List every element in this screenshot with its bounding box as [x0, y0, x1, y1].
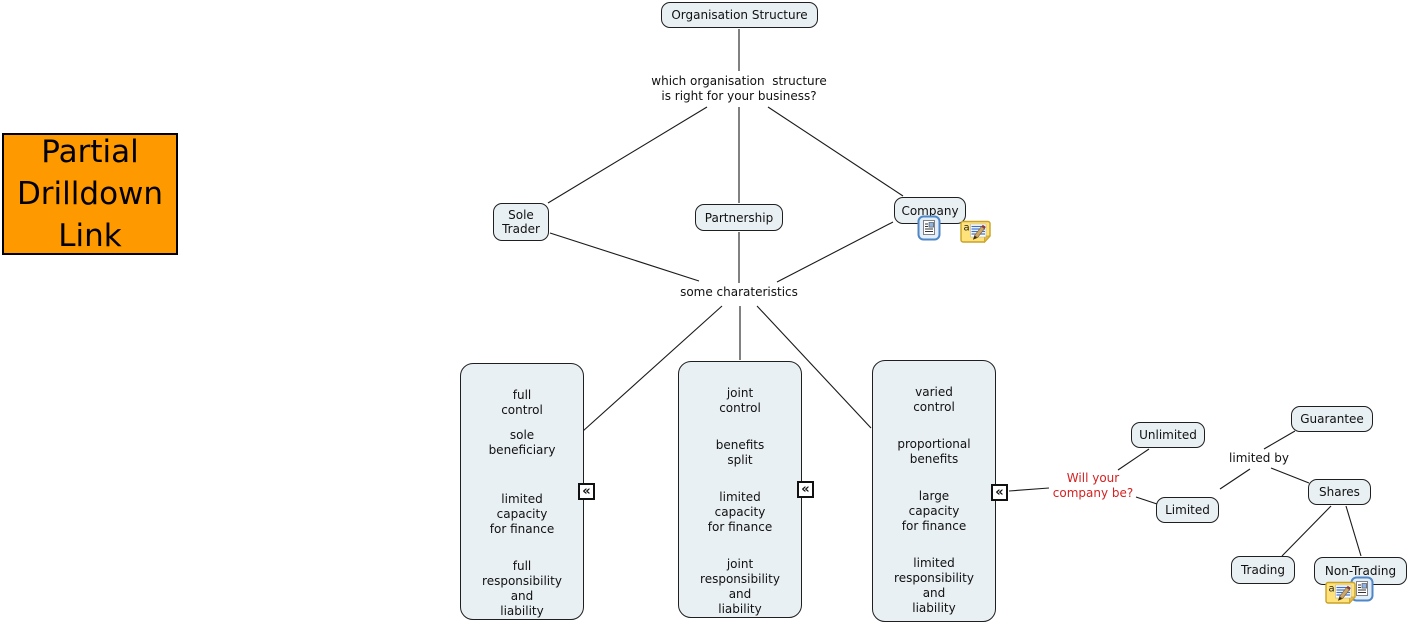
characteristic-paragraph: limited responsibility and liability: [894, 556, 974, 615]
resource-icon[interactable]: [917, 215, 941, 241]
linking-phrase-characteristics[interactable]: some charateristics: [680, 285, 798, 299]
characteristic-paragraph: full responsibility and liability: [482, 559, 562, 618]
concept-shares[interactable]: Shares: [1308, 479, 1371, 505]
connector-line: [1270, 467, 1310, 484]
connector-line: [776, 221, 894, 283]
connector-line: [1281, 505, 1332, 557]
characteristic-paragraph: proportional benefits: [897, 437, 971, 466]
characteristic-paragraph: joint control: [719, 386, 761, 415]
connector-line: [756, 305, 872, 429]
linking-phrase-structure-question[interactable]: which organisation structure is right fo…: [651, 74, 827, 103]
connector-line: [1219, 468, 1251, 490]
characteristic-paragraph: sole beneficiary: [488, 428, 556, 457]
collapse-glyph: «: [801, 482, 810, 497]
collapse-glyph: «: [995, 485, 1004, 500]
annotation-letter: a: [964, 223, 970, 234]
annotation-icon[interactable]: a: [1325, 581, 1357, 604]
concept-partnership[interactable]: Partnership: [695, 204, 783, 231]
concept-sole-trader[interactable]: Sole Trader: [493, 203, 549, 241]
characteristic-paragraph: joint responsibility and liability: [700, 557, 780, 616]
characteristic-paragraph: limited capacity for finance: [707, 490, 773, 534]
connector-line: [1008, 487, 1050, 492]
collapse-left-icon[interactable]: «: [991, 484, 1008, 501]
collapse-left-icon[interactable]: «: [797, 481, 814, 498]
connector-line: [1263, 430, 1296, 450]
connector-line: [549, 232, 700, 282]
connector-line: [547, 106, 708, 204]
characteristics-box-sole-trader[interactable]: full control sole beneficiary limited ca…: [460, 363, 584, 620]
concept-guarantee[interactable]: Guarantee: [1291, 406, 1373, 432]
concept-unlimited[interactable]: Unlimited: [1131, 422, 1205, 448]
collapse-left-icon[interactable]: «: [578, 483, 595, 500]
characteristic-paragraph: limited capacity for finance: [489, 492, 555, 536]
annotation-icon[interactable]: a: [960, 220, 992, 243]
concept-organisation-structure[interactable]: Organisation Structure: [661, 2, 818, 28]
characteristic-paragraph: full control: [501, 388, 543, 417]
characteristic-paragraph: large capacity for finance: [901, 489, 967, 533]
linking-phrase-limited-by[interactable]: limited by: [1229, 451, 1289, 465]
annotation-letter: a: [1329, 584, 1335, 595]
characteristics-box-company[interactable]: varied control proportional benefits lar…: [872, 360, 996, 622]
characteristics-box-partnership[interactable]: joint control benefits split limited cap…: [678, 361, 802, 618]
collapse-glyph: «: [582, 484, 591, 499]
connector-line: [767, 106, 904, 197]
connector-line: [582, 305, 723, 432]
connector-line: [1345, 505, 1362, 557]
connector-line: [1135, 496, 1158, 505]
characteristic-paragraph: benefits split: [715, 438, 765, 467]
concept-limited[interactable]: Limited: [1156, 497, 1219, 523]
concept-non-trading[interactable]: Non-Trading: [1314, 557, 1407, 585]
legend-partial-drilldown: Partial Drilldown Link: [2, 133, 178, 255]
characteristic-paragraph: varied control: [913, 385, 955, 414]
linking-phrase-company-question[interactable]: Will your company be?: [1052, 471, 1134, 500]
connector-line: [1117, 448, 1150, 471]
concept-trading[interactable]: Trading: [1231, 556, 1295, 584]
